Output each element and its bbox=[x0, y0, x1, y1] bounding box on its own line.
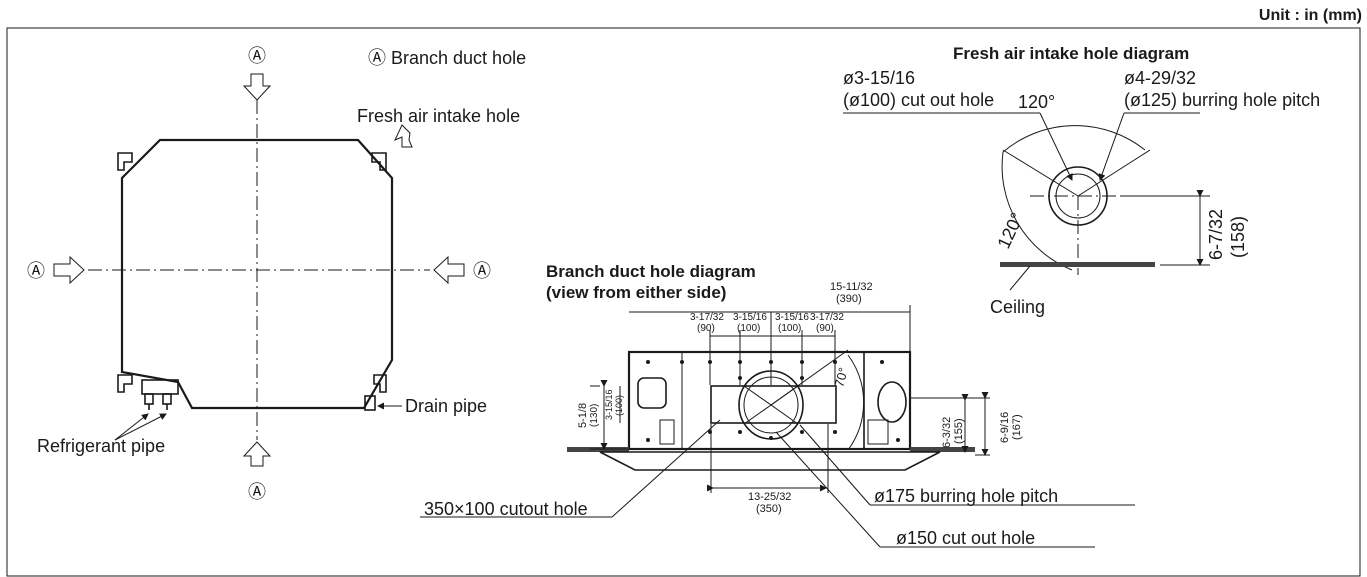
refrigerant-leader-1 bbox=[114, 413, 149, 441]
dim-top-3-mm: (100) bbox=[778, 323, 801, 334]
cutout-rectangle bbox=[710, 385, 837, 424]
drain-pipe-label: Drain pipe bbox=[405, 396, 487, 416]
arrow-up-icon bbox=[242, 441, 272, 467]
ceiling-plate bbox=[1000, 262, 1155, 267]
height-dim-mm: (158) bbox=[1228, 216, 1248, 258]
cut-hole-label: ø150 cut out hole bbox=[896, 528, 1035, 548]
marker-a-bottom: Ⓐ bbox=[248, 482, 266, 502]
burring-hole-circle bbox=[1048, 166, 1108, 226]
dim-top-1-in: 3-17/32 bbox=[690, 312, 724, 323]
right-dim2-mm: (167) bbox=[1011, 414, 1023, 440]
branch-duct-legend: Ⓐ Branch duct hole bbox=[368, 48, 526, 68]
diagram-frame bbox=[6, 27, 1361, 577]
top-view: Ⓐ Ⓐ Ⓐ Ⓐ Ⓐ Branch duct hole Fresh air int… bbox=[27, 46, 526, 502]
ceiling-label: Ceiling bbox=[990, 297, 1045, 317]
arrow-down-icon bbox=[242, 73, 272, 101]
dim-top-4-in: 3-17/32 bbox=[810, 312, 844, 323]
cutout-hole-label: 350×100 cutout hole bbox=[424, 499, 588, 519]
refrigerant-pipe-label: Refrigerant pipe bbox=[37, 436, 165, 456]
bottom-dim-mm: (350) bbox=[756, 503, 782, 515]
refrigerant-leader-2 bbox=[114, 413, 167, 441]
hanger-bracket-top-right bbox=[371, 152, 387, 171]
burring-size-line1: ø4-29/32 bbox=[1124, 68, 1196, 88]
left-dim1-in: 5-1/8 bbox=[577, 403, 589, 428]
branch-unit-body bbox=[627, 350, 912, 451]
left-dim2-in: 3-15/16 bbox=[604, 389, 614, 420]
angle-70-label: 70° bbox=[831, 366, 851, 389]
right-dim2-in: 6-9/16 bbox=[999, 412, 1011, 443]
dim-top-2-mm: (100) bbox=[737, 323, 760, 334]
marker-a-left: Ⓐ bbox=[27, 261, 45, 281]
cut-hole-size-line2: (ø100) cut out hole bbox=[843, 90, 994, 110]
left-dim1-mm: (130) bbox=[589, 404, 600, 427]
arrow-right-icon bbox=[53, 255, 85, 285]
branch-diagram-title-2: (view from either side) bbox=[546, 283, 726, 302]
fresh-air-intake-label: Fresh air intake hole bbox=[357, 106, 520, 126]
drain-pipe bbox=[364, 395, 376, 411]
unit-label: Unit : in (mm) bbox=[1259, 7, 1362, 24]
right-dim1-mm: (155) bbox=[953, 418, 965, 444]
screw-dots bbox=[646, 360, 900, 442]
left-dim2-mm: (100) bbox=[614, 395, 624, 416]
fresh-air-diagram-title: Fresh air intake hole diagram bbox=[953, 44, 1189, 63]
ceiling-right bbox=[910, 447, 975, 452]
branch-diagram-title-1: Branch duct hole diagram bbox=[546, 262, 756, 281]
unit-outline bbox=[120, 138, 394, 410]
marker-a-right: Ⓐ bbox=[473, 261, 491, 281]
fresh-air-diagram: Fresh air intake hole diagram ø3-15/16 (… bbox=[843, 44, 1320, 317]
dim-top-2-in: 3-15/16 bbox=[733, 312, 767, 323]
burring-size-line2: (ø125) burring hole pitch bbox=[1124, 90, 1320, 110]
bottom-dim-in: 13-25/32 bbox=[748, 491, 791, 503]
cut-hole-ellipse bbox=[743, 376, 799, 434]
panel-grille bbox=[599, 451, 941, 471]
marker-a-top: Ⓐ bbox=[248, 46, 266, 66]
hanger-bracket-bottom-right bbox=[373, 374, 387, 393]
dim-total-mm: (390) bbox=[836, 293, 862, 305]
burring-hole-label: ø175 burring hole pitch bbox=[874, 486, 1058, 506]
dim-top-1-mm: (90) bbox=[697, 323, 715, 334]
refrigerant-pipes bbox=[141, 379, 179, 410]
right-dim1-in: 6-3/32 bbox=[941, 417, 953, 448]
arrow-diagonal-icon bbox=[393, 124, 413, 148]
angle-arc bbox=[1001, 125, 1146, 271]
cut-hole-circle bbox=[1055, 173, 1101, 219]
angle-top-label: 120° bbox=[1018, 92, 1055, 112]
cut-hole-size-line1: ø3-15/16 bbox=[843, 68, 915, 88]
arrow-left-icon bbox=[433, 255, 465, 285]
hanger-bracket-top-left bbox=[117, 152, 133, 171]
dim-top-3-in: 3-15/16 bbox=[775, 312, 809, 323]
branch-duct-diagram: Branch duct hole diagram (view from eith… bbox=[420, 262, 1135, 548]
height-dim-in: 6-7/32 bbox=[1206, 209, 1226, 260]
hanger-bracket-bottom-left bbox=[117, 374, 133, 393]
dim-top-4-mm: (90) bbox=[816, 323, 834, 334]
dim-total-in: 15-11/32 bbox=[830, 281, 873, 293]
